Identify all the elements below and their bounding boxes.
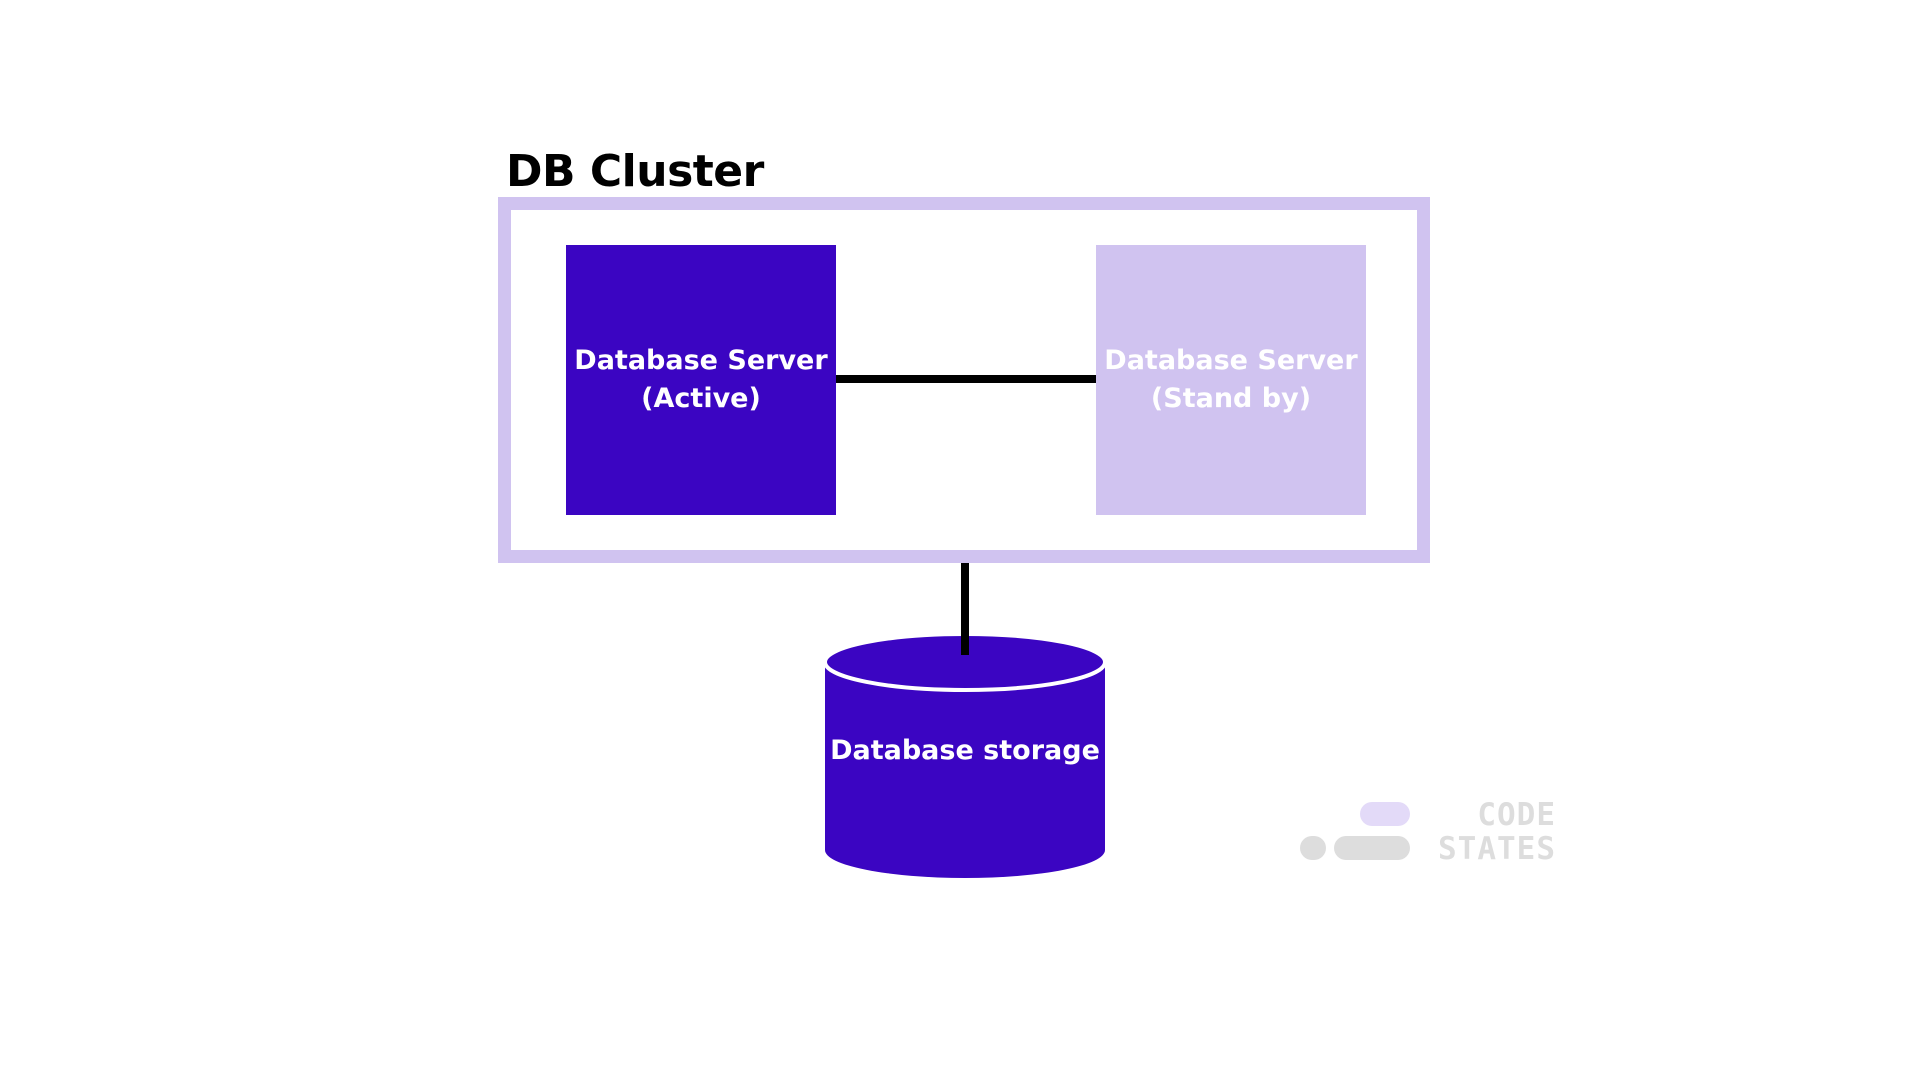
database-storage-label: Database storage [830,735,1100,766]
server-standby-label-line1: Database Server [1104,345,1358,376]
database-storage-cylinder [823,632,1107,878]
cluster-storage-link-overlay [961,563,969,655]
cylinder-body [825,662,1105,878]
database-server-standby: Database Server (Stand by) [1096,245,1366,515]
logo-word-code: CODE [1477,797,1556,833]
server-standby-label-line2: (Stand by) [1150,383,1312,414]
server-active-label-line1: Database Server [574,345,828,376]
logo-gray-pill [1334,836,1410,860]
server-replication-link [836,375,1096,383]
logo-word-states: STATES [1438,831,1556,867]
database-server-active: Database Server (Active) [566,245,836,515]
code-states-logo: CODE STATES [1296,798,1556,868]
logo-gray-dot [1300,836,1326,860]
logo-wordmark: CODE STATES [1416,798,1556,866]
logo-accent-pill [1360,802,1410,826]
cluster-title: DB Cluster [506,146,764,197]
cylinder-top [825,634,1105,690]
server-active-label-line2: (Active) [641,383,761,414]
